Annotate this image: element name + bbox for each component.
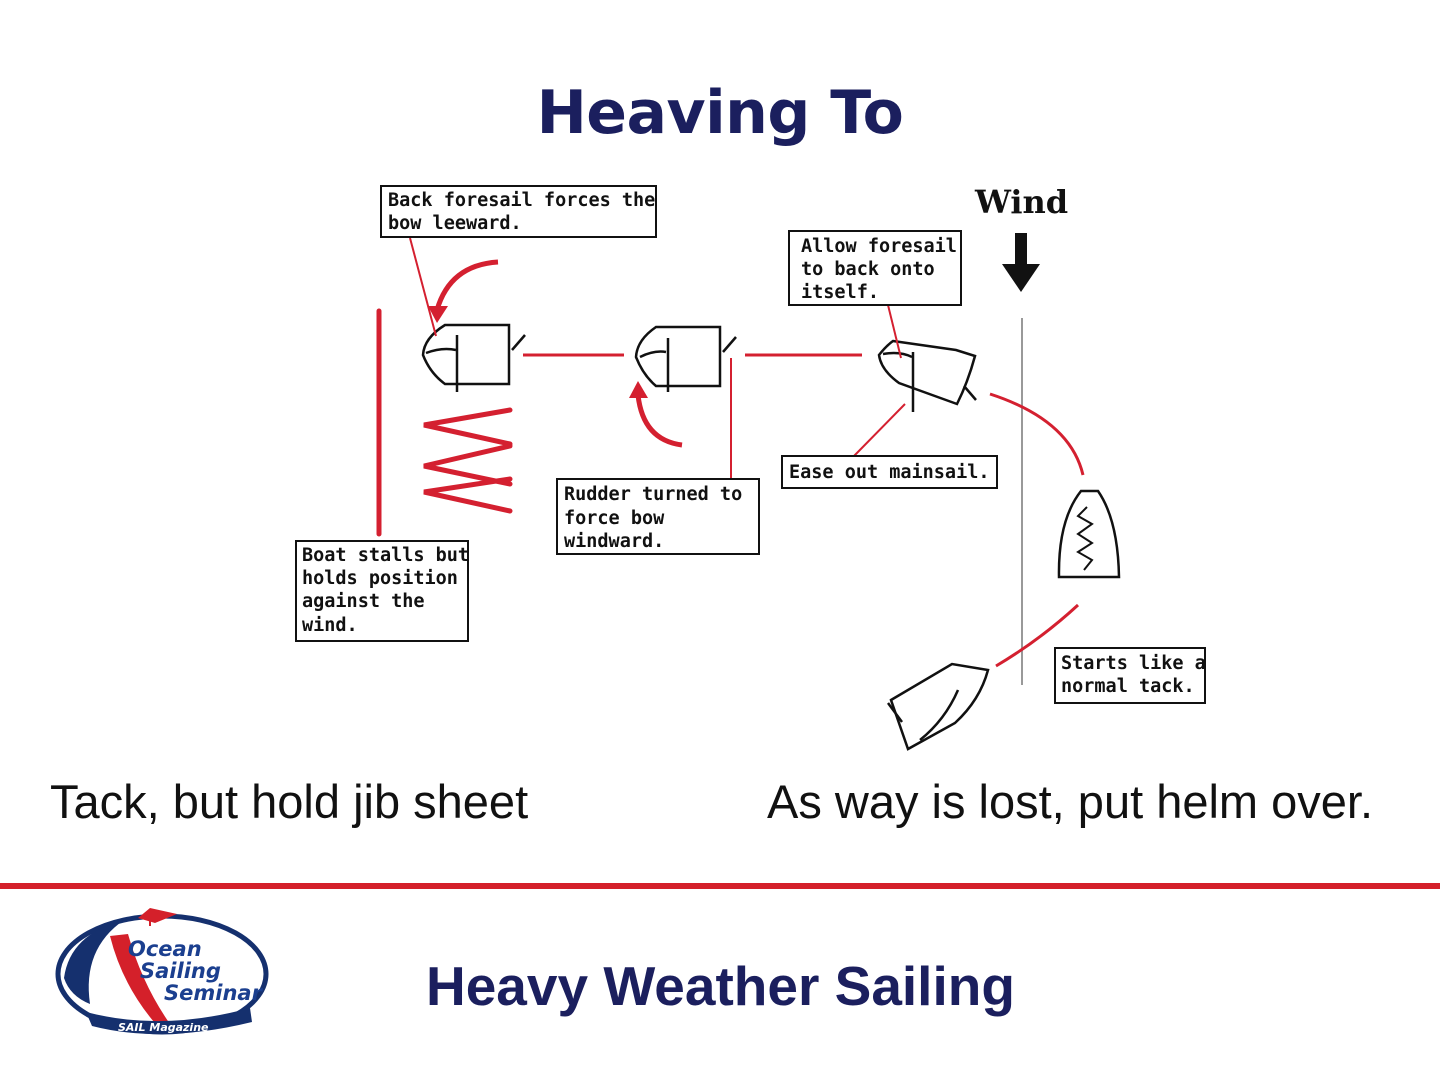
caption-left: Tack, but hold jib sheet (50, 775, 529, 828)
wind-label: Wind (974, 183, 1068, 221)
callout-text: Back foresail forces the (388, 190, 655, 211)
callout-text: itself. (801, 282, 879, 303)
callout-text: to back onto (801, 259, 935, 280)
callout-text: Ease out mainsail. (789, 462, 989, 483)
caption-right: As way is lost, put helm over. (767, 775, 1374, 828)
callout-text: holds position (302, 568, 458, 589)
callout-text: wind. (302, 615, 358, 636)
callout-text: Rudder turned to (564, 484, 742, 505)
callout-starts-tack: Starts like a normal tack. (1054, 647, 1206, 704)
callout-text: Allow foresail (801, 236, 957, 257)
callout-text: Starts like a (1061, 653, 1206, 674)
callout-rudder: Rudder turned to force bow windward. (556, 478, 760, 555)
logo-text: Ocean (128, 937, 202, 961)
logo-text: Seminar (164, 981, 264, 1005)
red-curved-arrow-icon (629, 381, 683, 448)
callout-back-foresail: Back foresail forces the bow leeward. (380, 185, 657, 238)
footer-divider (0, 883, 1440, 889)
boat-icon (421, 323, 526, 392)
logo-band-text: SAIL Magazine (118, 1021, 209, 1034)
callout-boat-stalls: Boat stalls but holds position against t… (295, 540, 469, 642)
callout-text: windward. (564, 531, 664, 552)
ocean-sailing-seminar-logo: Ocean Sailing Seminar SAIL Magazine (55, 908, 269, 1035)
callout-text: force bow (564, 508, 665, 529)
red-curved-arrow-icon (428, 259, 499, 323)
callout-allow-foresail: Allow foresail to back onto itself. (788, 230, 962, 306)
boat-icon (886, 662, 990, 751)
callout-text: bow leeward. (388, 213, 522, 234)
boat-icon (1057, 489, 1121, 579)
boat-icon (877, 339, 977, 412)
callout-text: Boat stalls but (302, 545, 469, 566)
heaving-to-diagram: Wind (295, 183, 1206, 751)
boat-icon (634, 325, 737, 392)
connector-lines (523, 353, 1085, 668)
callout-text: normal tack. (1061, 676, 1195, 697)
stall-position-marks (376, 308, 513, 537)
callout-ease-mainsail: Ease out mainsail. (781, 455, 998, 489)
wind-arrow-icon (1002, 233, 1040, 292)
logo-text: Sailing (140, 959, 221, 983)
footer-title: Heavy Weather Sailing (426, 955, 1015, 1017)
slide-title: Heaving To (536, 78, 904, 148)
callout-text: against the (302, 591, 425, 612)
callout-pointers (409, 237, 906, 457)
